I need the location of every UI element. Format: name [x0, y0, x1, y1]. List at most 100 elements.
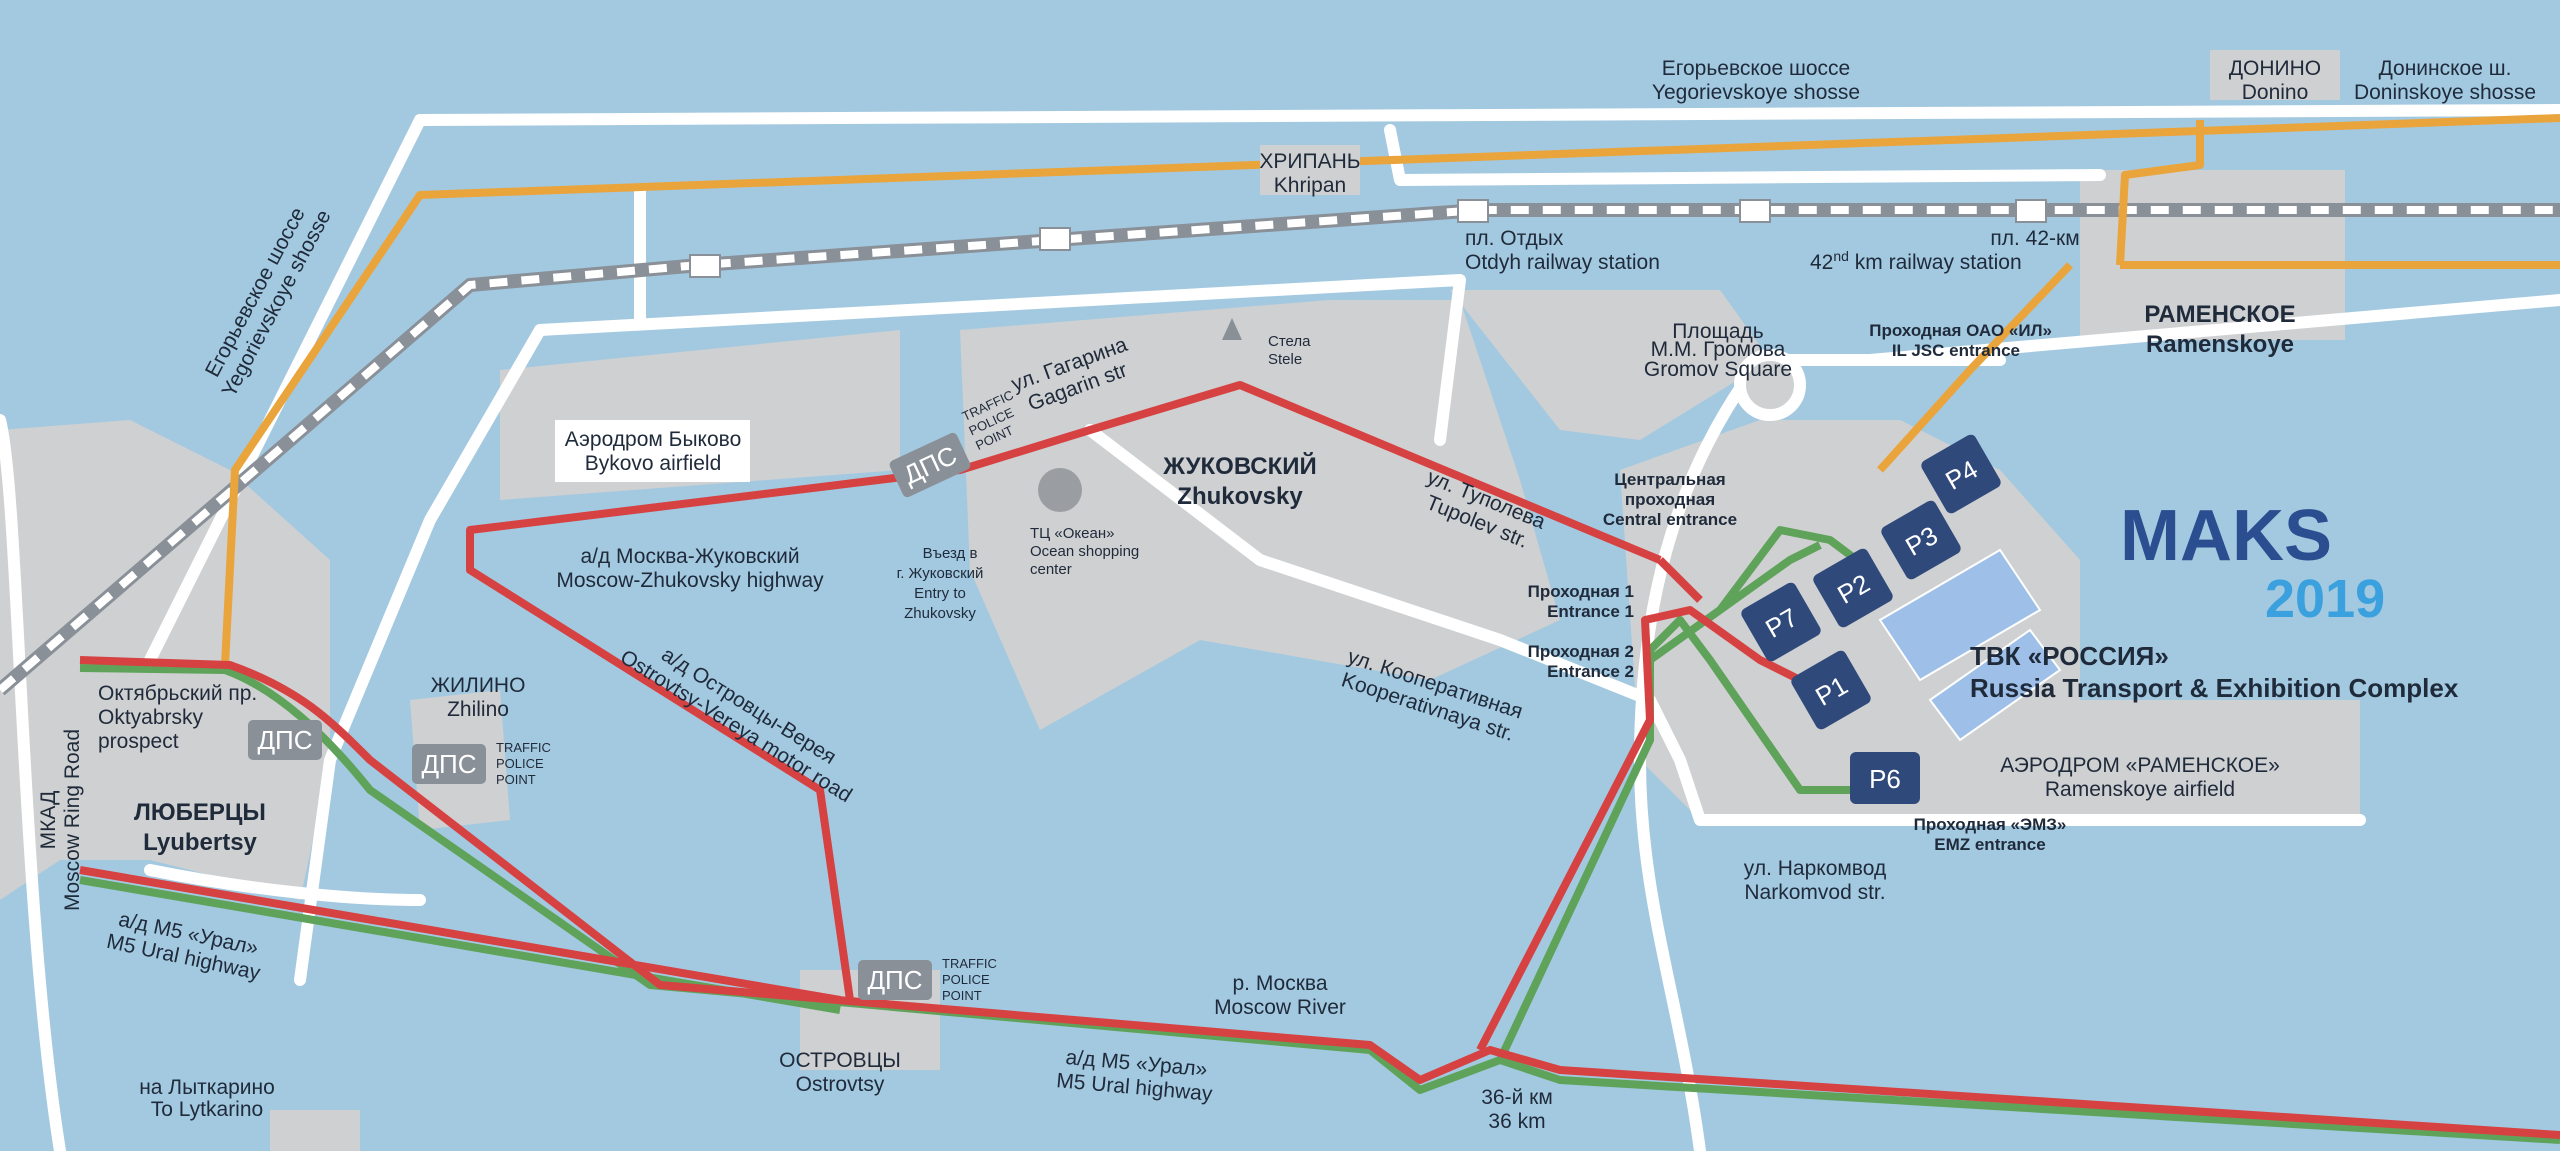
place-label: ЖИЛИНО [431, 674, 526, 697]
route-orange [221, 114, 2560, 666]
otdyh-station-icon [1457, 199, 1489, 223]
railway [0, 199, 2560, 696]
town-label: Zhukovsky [1177, 483, 1303, 510]
place-label: Ostrovtsy [796, 1073, 885, 1096]
exhibition-complex [1878, 548, 2062, 742]
road-label: Oktyabrsky [98, 706, 204, 729]
place-label: ДОНИНО [2229, 57, 2321, 80]
place-label: Gromov Square [1644, 358, 1792, 381]
place-label: 42nd km railway station [1810, 248, 2022, 274]
place-label: М.М. Громова [1651, 338, 1786, 361]
route-green [79, 526, 2560, 1144]
parking-p7[interactable]: P7 [1739, 581, 1823, 664]
place-label: 36 km [1488, 1110, 1545, 1133]
parking-p6[interactable]: P6 [1850, 752, 1920, 804]
place-label: Khripan [1274, 174, 1346, 197]
gromov-roundabout [1734, 349, 1806, 421]
place-label: 36-й км [1481, 1086, 1553, 1109]
road-label: Донинское ш. [2379, 57, 2512, 80]
station-icon [1739, 199, 1771, 223]
entrance-label: Проходная 1 [1528, 582, 1634, 601]
dps-note: POINT [496, 772, 536, 787]
place-label: Bykovo airfield [585, 452, 722, 475]
lytkarino-area [270, 1110, 360, 1151]
entrance-label: Entrance 1 [1547, 602, 1634, 621]
town-label: ЛЮБЕРЦЫ [134, 799, 266, 826]
place-label: на Лыткарино [139, 1076, 275, 1099]
road-label: Yegorievskoye shosse [1652, 81, 1860, 104]
dps-marker-ostrovtsy: ДПС TRAFFIC POLICE POINT [858, 956, 997, 1003]
road-label: ул. Наркомвод [1744, 857, 1886, 880]
entrance-label: Entrance 2 [1547, 662, 1634, 681]
place-label: Площадь [1672, 320, 1763, 343]
place-label: Стела [1268, 333, 1311, 350]
place-label: center [1030, 561, 1072, 578]
place-label: Zhukovsky [904, 605, 976, 622]
town-label: ЖУКОВСКИЙ [1162, 452, 1316, 480]
zhukovsky-area [960, 300, 1560, 730]
venue-label: Russia Transport & Exhibition Complex [1970, 673, 2459, 703]
place-label: Ramenskoye airfield [2045, 778, 2235, 801]
dps-marker-lyubertsy: ДПС [248, 720, 322, 760]
town-label: РАМЕНСКОЕ [2144, 301, 2295, 328]
place-label: Аэродром Быково [565, 428, 742, 451]
place-label: Otdyh railway station [1465, 251, 1660, 274]
dps-note: POINT [942, 988, 982, 1003]
parking-p2[interactable]: P2 [1811, 547, 1895, 630]
gromov-area [1450, 290, 1770, 440]
donino-area [2210, 50, 2340, 100]
labels: Егорьевское шоссе Yegorievskoye shosse Е… [37, 57, 2536, 1133]
dps-label: ДПС [257, 725, 312, 755]
place-label: АЭРОДРОМ «РАМЕНСКОЕ» [2000, 754, 2280, 777]
parking-p1[interactable]: P1 [1789, 649, 1873, 732]
road-label: Narkomvod str. [1744, 881, 1885, 904]
entrance-label: Проходная «ЭМЗ» [1914, 815, 2067, 834]
town-label: Lyubertsy [143, 829, 257, 856]
entrance-label: Проходная 2 [1528, 642, 1634, 661]
parking-p4[interactable]: P4 [1919, 433, 2003, 516]
station-icon [1039, 227, 1071, 251]
entrance-label: Центральная [1614, 470, 1725, 489]
place-label: пл. Отдых [1465, 227, 1564, 250]
town-label: Ramenskoye [2146, 331, 2294, 358]
venue-label: ТВК «РОССИЯ» [1970, 641, 2169, 671]
station-icon [689, 254, 721, 278]
dps-label: ДПС [421, 749, 476, 779]
route-red [79, 381, 2560, 1139]
place-label: To Lytkarino [151, 1098, 263, 1121]
road-label: МКАД [37, 791, 60, 850]
place-label: Ocean shopping [1030, 543, 1139, 560]
dps-note: TRAFFIC [942, 956, 997, 971]
km42-suffix: nd [1833, 248, 1849, 264]
place-label: ОСТРОВЦЫ [779, 1049, 901, 1072]
road-label: Doninskoye shosse [2354, 81, 2536, 104]
entrance-label: проходная [1625, 490, 1715, 509]
place-label: Donino [2242, 81, 2309, 104]
entrance-label: EMZ entrance [1934, 835, 2045, 854]
place-label: ТЦ «Океан» [1030, 525, 1114, 542]
place-label: р. Москва [1232, 972, 1327, 995]
parking-p6-label: P6 [1869, 764, 1901, 794]
dps-marker-zhilino: ДПС TRAFFIC POLICE POINT [412, 740, 551, 787]
dps-note: TRAFFIC [496, 740, 551, 755]
dps-label: ДПС [867, 965, 922, 995]
place-label: Stele [1268, 351, 1302, 368]
place-label: пл. 42-км [1990, 227, 2079, 250]
stele-icon [1222, 318, 1242, 340]
khripan-label-box [1260, 145, 1360, 195]
entrance-label: Проходная ОАО «ИЛ» [1869, 321, 2052, 340]
place-label: Entry to [914, 585, 966, 602]
bykovo-label-box [555, 420, 750, 482]
dps-note: POLICE [496, 756, 544, 771]
km42-station-icon [2015, 199, 2047, 223]
parking-p3[interactable]: P3 [1879, 499, 1963, 582]
entrance-label: IL JSC entrance [1892, 341, 2020, 360]
logo-year-text: 2019 [2265, 569, 2385, 629]
km42-number: 42 [1810, 251, 1833, 274]
place-label: Zhilino [447, 698, 509, 721]
road-label: а/д Москва-Жуковский [580, 545, 799, 568]
road-label: Егорьевское шоссе [1662, 57, 1850, 80]
road-label: Moscow-Zhukovsky highway [556, 569, 824, 592]
place-label: Въезд в [923, 545, 978, 562]
